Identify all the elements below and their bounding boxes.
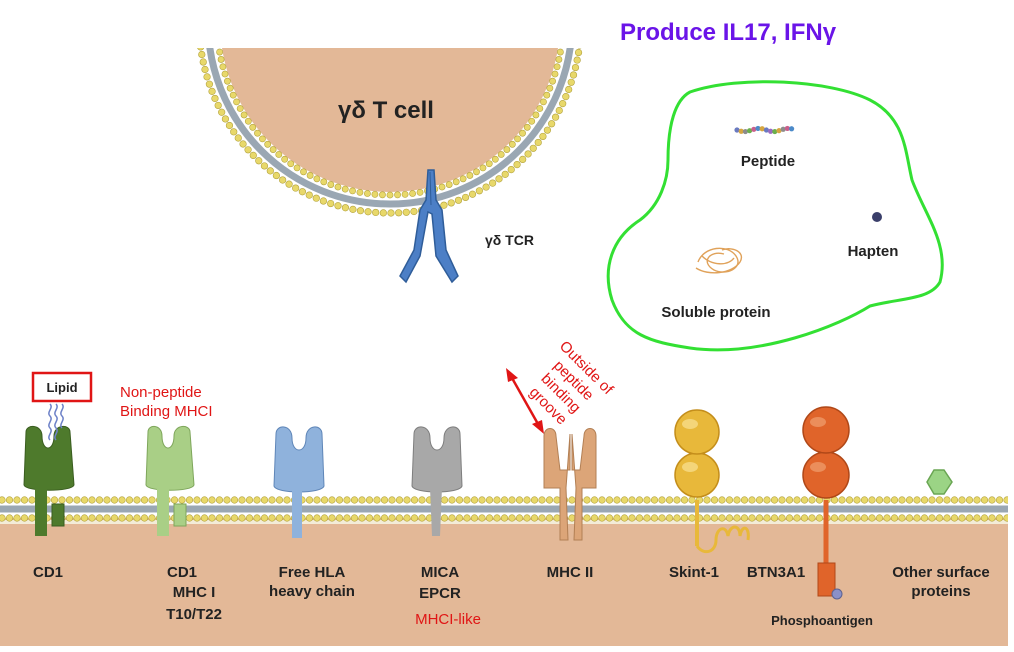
btn3a1-molecule xyxy=(802,406,850,600)
other-proteins-label-1: Other surface xyxy=(892,564,990,581)
free-hla-molecule xyxy=(273,426,325,538)
t-cell xyxy=(197,48,583,217)
mhc2-label: MHC II xyxy=(547,564,594,581)
tcr-receptor xyxy=(399,169,459,284)
t-cell-membrane xyxy=(197,48,583,217)
mhc1-molecule xyxy=(145,426,195,536)
skint1-label: Skint-1 xyxy=(669,564,719,581)
mica-molecule xyxy=(411,426,463,536)
btn3a1-label: BTN3A1 xyxy=(747,564,805,581)
mhci-like-label: MHCI-like xyxy=(415,611,481,628)
soluble-protein-label: Soluble protein xyxy=(661,304,770,321)
soluble-antigen-outline xyxy=(606,80,944,352)
lipid-icon xyxy=(48,403,64,441)
t-cell-label: γδ T cell xyxy=(338,97,434,124)
tcr-label: γδ TCR xyxy=(485,232,534,248)
outside-groove-annotation: Outside of peptide binding groove xyxy=(526,338,617,429)
phosphoantigen-label: Phosphoantigen xyxy=(771,613,873,628)
presenting-cell xyxy=(0,496,1008,646)
peptide-icon xyxy=(734,125,795,135)
cd1-group-label-1: CD1 xyxy=(167,564,197,581)
hapten-label: Hapten xyxy=(848,243,899,260)
phosphoantigen-icon xyxy=(831,588,843,600)
skint1-molecule xyxy=(674,409,750,554)
peptide-label: Peptide xyxy=(741,153,795,170)
title: Produce IL17, IFNγ xyxy=(620,19,837,46)
free-hla-label-1: Free HLA xyxy=(279,564,346,581)
non-peptide-label: Non-peptide xyxy=(120,384,202,401)
binding-mhci-label: Binding MHCI xyxy=(120,403,213,420)
other-proteins-label-2: proteins xyxy=(911,583,970,600)
hapten-icon xyxy=(872,212,882,222)
groove-arrow xyxy=(506,368,544,434)
cd1-molecule xyxy=(23,426,75,536)
other-proteins-molecule xyxy=(926,469,953,495)
epcr-label: EPCR xyxy=(419,585,461,602)
free-hla-label-2: heavy chain xyxy=(269,583,355,600)
cd1-group-label-2: MHC I xyxy=(173,584,216,601)
cell-membrane xyxy=(0,496,1008,522)
mica-label: MICA xyxy=(421,564,459,581)
soluble-protein-icon xyxy=(695,247,743,274)
mhc2-molecule xyxy=(543,428,597,541)
cd1-label: CD1 xyxy=(33,564,63,581)
lipid-label: Lipid xyxy=(46,380,77,395)
cd1-group-label-3: T10/T22 xyxy=(166,606,222,623)
lipid-box xyxy=(31,371,93,403)
